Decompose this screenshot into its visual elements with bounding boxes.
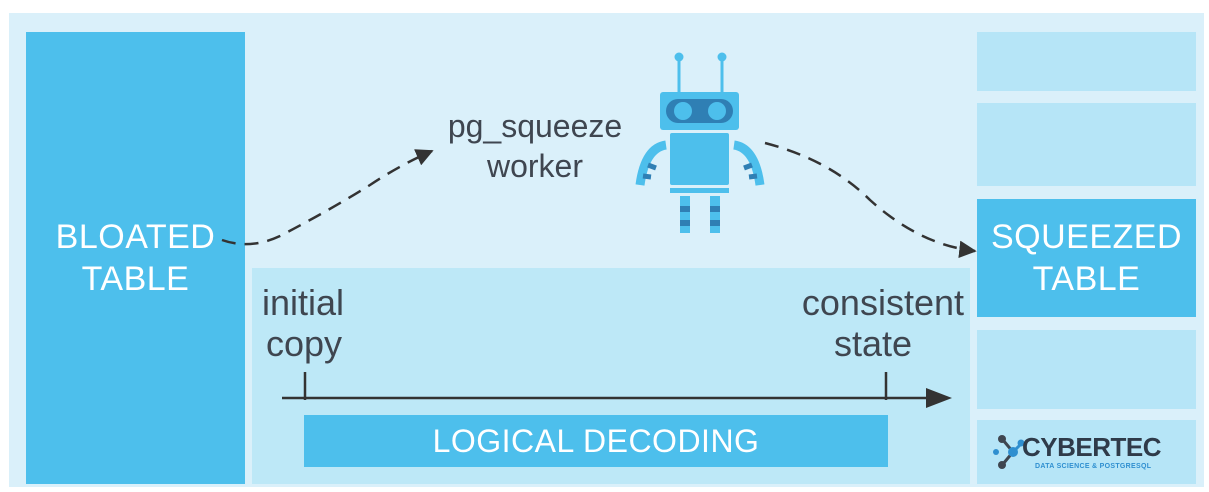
squeezed-table-label-line2: TABLE bbox=[1032, 260, 1141, 298]
bloated-table-label-line2: TABLE bbox=[81, 260, 190, 298]
logical-decoding-label: LOGICAL DECODING bbox=[432, 423, 760, 459]
bloated-table-block bbox=[26, 32, 245, 484]
logo-name: CYBERTEC bbox=[1022, 432, 1162, 462]
target-block-4 bbox=[977, 330, 1196, 409]
consistent-state-label-line1: consistent bbox=[801, 282, 964, 323]
cybertec-logo-icon bbox=[993, 435, 1025, 469]
target-block-1 bbox=[977, 32, 1196, 91]
timeline-arrowhead bbox=[926, 388, 952, 408]
initial-copy-label-line2: copy bbox=[266, 323, 343, 364]
target-block-2 bbox=[977, 103, 1196, 186]
bloated-table-label-line1: BLOATED bbox=[55, 218, 216, 256]
arrow-to-worker bbox=[221, 149, 434, 246]
worker-label-line1: pg_squeeze bbox=[447, 108, 623, 144]
consistent-state-label-line2: state bbox=[833, 323, 912, 364]
worker-label-line2: worker bbox=[486, 148, 583, 184]
logo-tagline: DATA SCIENCE & POSTGRESQL bbox=[1035, 463, 1152, 470]
arrow-to-squeezed-table bbox=[764, 141, 977, 258]
initial-copy-label-line1: initial bbox=[262, 282, 345, 323]
squeezed-table-block bbox=[977, 199, 1196, 317]
squeezed-table-label-line1: SQUEEZED bbox=[990, 218, 1183, 256]
logical-decoding-bar bbox=[304, 415, 888, 467]
robot-icon bbox=[635, 52, 765, 233]
